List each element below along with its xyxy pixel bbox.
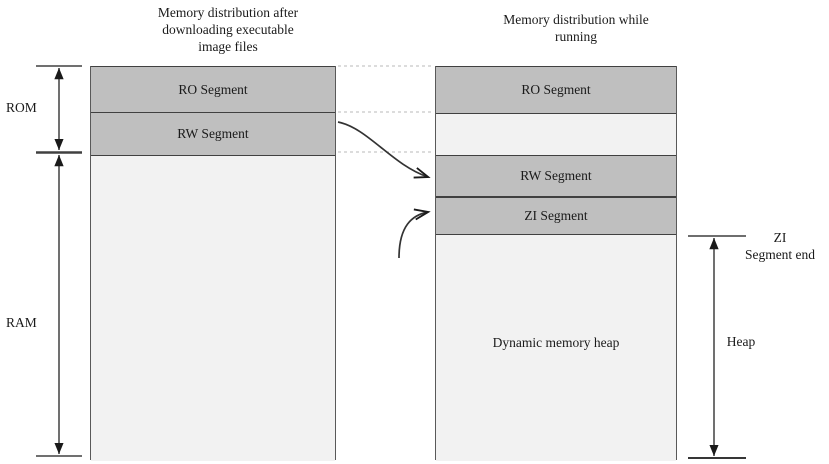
left-segment-free — [91, 155, 335, 461]
right-segment-zi: ZI Segment — [436, 196, 676, 235]
right-segment-heap: Dynamic memory heap — [436, 234, 676, 461]
right-diagram-title: Memory distribution while running — [503, 12, 649, 44]
heap-label: Heap — [726, 334, 756, 349]
alignment-guides — [338, 65, 434, 153]
rom-bracket — [36, 65, 82, 153]
right-memory-column: RO Segment RW Segment ZI Segment Dynamic… — [435, 65, 677, 461]
rw-relocation-arrow — [337, 121, 428, 177]
zi-creation-arrow — [398, 212, 428, 259]
left-segment-ro-label: RO Segment — [178, 81, 248, 97]
zi-segment-end-label: ZI Segment end — [744, 230, 816, 262]
right-segment-rw-label: RW Segment — [520, 167, 592, 183]
bracket-label-ram: RAM — [6, 315, 37, 330]
right-segment-rw: RW Segment — [436, 154, 676, 197]
ram-bracket — [36, 152, 82, 457]
left-segment-ro: RO Segment — [91, 65, 335, 114]
left-memory-column: RO Segment RW Segment — [90, 65, 336, 461]
bracket-label-rom: ROM — [6, 100, 37, 115]
right-segment-ro: RO Segment — [436, 65, 676, 114]
right-segment-ro-label: RO Segment — [521, 81, 591, 97]
left-segment-rw-label: RW Segment — [177, 125, 249, 141]
right-segment-gap — [436, 113, 676, 155]
left-segment-rw: RW Segment — [91, 111, 335, 156]
left-diagram-title: Memory distribution after downloading ex… — [157, 5, 299, 54]
right-segment-heap-label: Dynamic memory heap — [492, 334, 620, 350]
right-segment-zi-label: ZI Segment — [524, 207, 588, 223]
